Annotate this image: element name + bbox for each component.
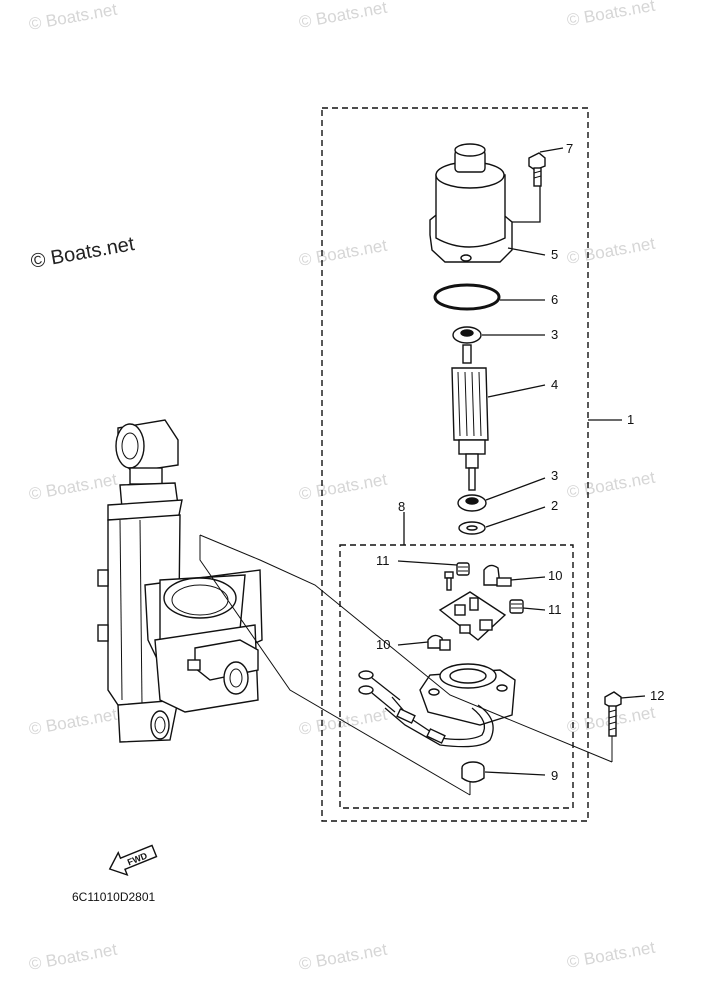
callout-12: 12 <box>650 688 664 703</box>
callout-1: 1 <box>627 412 634 427</box>
bearing-lower <box>457 494 487 512</box>
callout-7: 7 <box>566 141 573 156</box>
callout-6: 6 <box>551 292 558 307</box>
callout-11: 11 <box>548 602 562 617</box>
watermark-main: © Boats.net <box>29 233 136 273</box>
callout-4: 4 <box>551 377 558 392</box>
callout-8: 8 <box>398 499 405 514</box>
motor-yoke <box>429 143 513 263</box>
brush-clip-lower <box>427 634 451 651</box>
callout-2: 2 <box>551 498 558 513</box>
callout-3: 3 <box>551 327 558 342</box>
watermark: © Boats.net <box>27 705 118 739</box>
motor-base <box>358 663 516 748</box>
watermark: © Boats.net <box>297 236 388 270</box>
brush-holder <box>438 591 507 641</box>
callout-10: 10 <box>548 568 562 583</box>
watermark: © Boats.net <box>565 234 656 268</box>
assembly-1-boundary <box>321 107 589 822</box>
watermark: © Boats.net <box>27 470 118 504</box>
watermark: © Boats.net <box>297 0 388 32</box>
watermark: © Boats.net <box>565 0 656 30</box>
watermark: © Boats.net <box>297 940 388 974</box>
watermark: © Boats.net <box>27 0 118 34</box>
watermark: © Boats.net <box>297 705 388 739</box>
callout-10: 10 <box>376 637 390 652</box>
armature <box>451 344 489 491</box>
callouts: 7 5 6 3 4 1 3 2 8 11 10 11 10 12 9 <box>376 141 664 783</box>
brush-spring-right <box>509 599 524 614</box>
callout-11: 11 <box>376 553 390 568</box>
fwd-arrow: FWD <box>108 844 158 877</box>
washer <box>458 521 486 535</box>
brush-clip-upper <box>483 564 512 587</box>
bearing-upper <box>452 326 482 344</box>
o-ring <box>433 283 501 311</box>
collar <box>461 761 485 783</box>
watermark: © Boats.net <box>27 940 118 974</box>
screw-small <box>444 571 454 591</box>
watermark: © Boats.net <box>565 468 656 502</box>
leader-lines <box>199 147 646 796</box>
diagram-code: 6C11010D2801 <box>72 890 156 904</box>
watermark: © Boats.net <box>565 938 656 972</box>
assembly-8-boundary <box>339 544 574 809</box>
callout-3: 3 <box>551 468 558 483</box>
bolt <box>528 152 546 187</box>
tilt-cylinder <box>97 419 263 743</box>
callout-9: 9 <box>551 768 558 783</box>
watermark: © Boats.net <box>297 470 388 504</box>
brush-spring-left <box>456 562 470 576</box>
callout-5: 5 <box>551 247 558 262</box>
